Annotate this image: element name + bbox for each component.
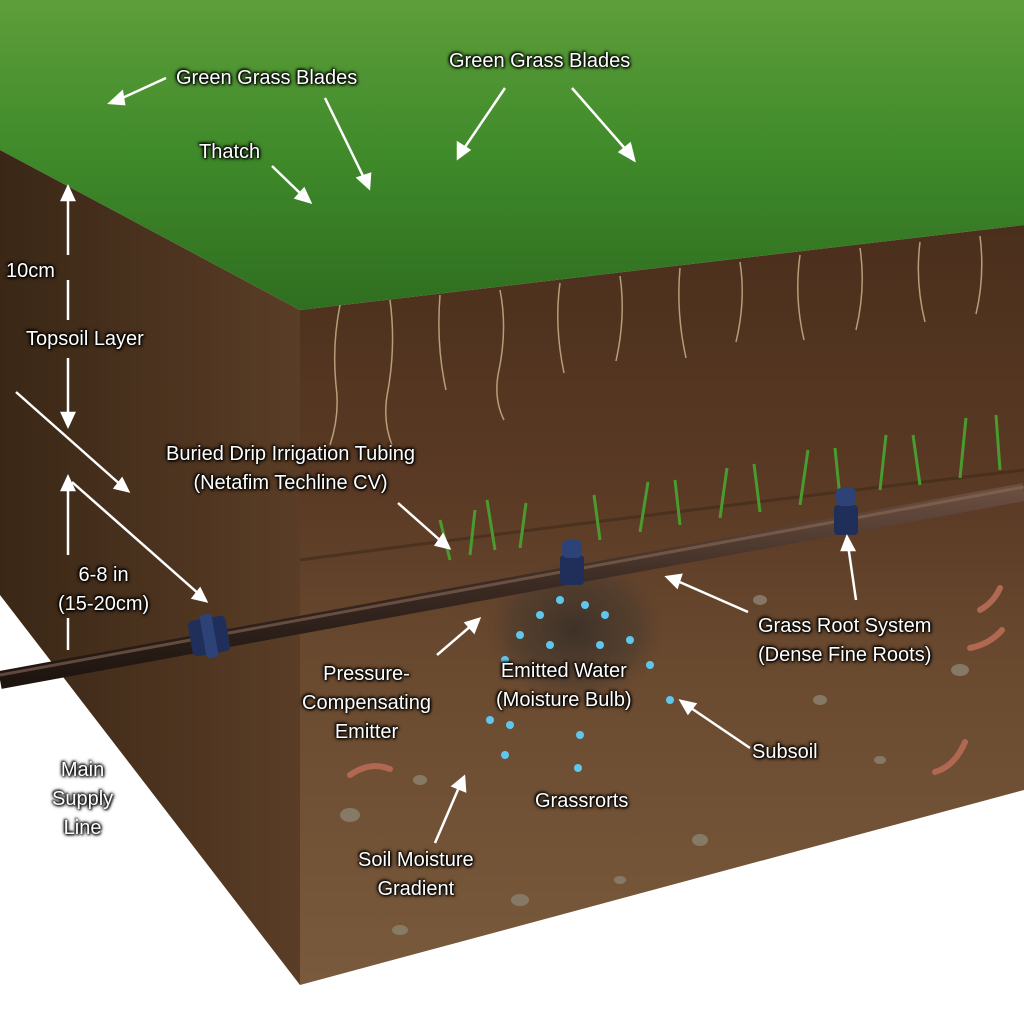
label-depth-10cm: 10cm [6, 260, 55, 282]
soil-layer-boundary [299, 468, 1024, 562]
moisture-bulb [485, 555, 665, 705]
lawn-surface [0, 0, 1024, 310]
label-soil-moisture-gradient: Soil Moisture Gradient [358, 849, 474, 900]
label-grass-blades-top: Green Grass Blades [449, 50, 631, 72]
label-emitter: Pressure- Compensating Emitter [302, 663, 431, 743]
emitter-fitting-right [834, 488, 858, 535]
soil-front-face [300, 225, 1024, 985]
label-thatch: Thatch [199, 141, 261, 163]
label-grassroots: Grassrorts [535, 790, 629, 812]
pipe-fitting [187, 613, 231, 659]
emitter-fitting [560, 540, 584, 585]
water-droplets [486, 596, 674, 772]
label-main-supply-line: Main Supply Line [52, 759, 114, 839]
subsoil-stones [340, 595, 969, 935]
earthworms [347, 585, 1005, 778]
label-pipe-depth: 6-8 in (15-20cm) [58, 564, 150, 615]
grass-roots [329, 235, 983, 446]
label-grass-blades-left: Green Grass Blades [176, 67, 358, 89]
annotation-arrows [15, 76, 858, 844]
label-grass-root-system: Grass Root System (Dense Fine Roots) [758, 615, 932, 666]
label-subsoil: Subsoil [752, 741, 818, 763]
label-emitted-water: Emitted Water (Moisture Bulb) [496, 660, 632, 711]
soil-side-face [0, 150, 300, 985]
label-topsoil-layer: Topsoil Layer [26, 328, 144, 350]
label-drip-tubing: Buried Drip Irrigation Tubing (Netafim T… [166, 443, 416, 494]
